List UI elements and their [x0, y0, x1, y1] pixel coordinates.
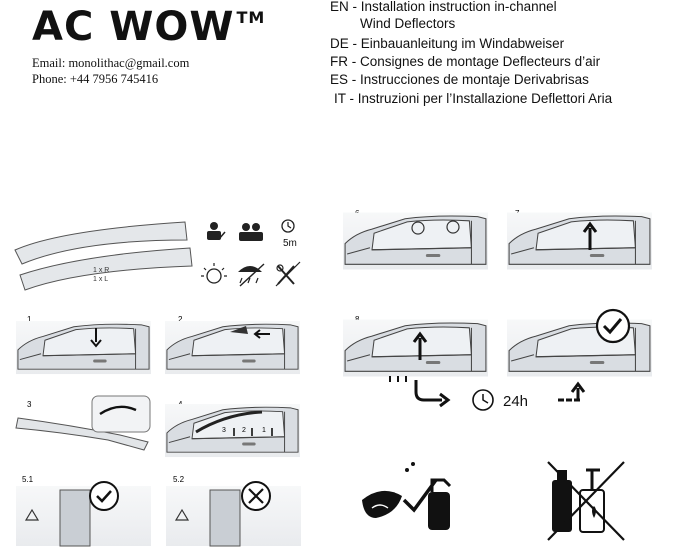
- lang-fr: FR - Consignes de montage Deflecteurs d’…: [330, 54, 601, 69]
- step-1-car: [16, 320, 151, 375]
- step-2-label: 2: [178, 315, 183, 324]
- lang-en-cont: Wind Deflectors: [360, 16, 456, 31]
- step-8-car: [343, 318, 488, 378]
- deflector-illustration: [15, 417, 149, 451]
- step-4-car: [165, 403, 300, 458]
- lang-en: EN - Installation instruction in-channel: [330, 0, 557, 14]
- trademark-mark: TM: [236, 8, 266, 27]
- wait-time: 24h: [503, 393, 528, 410]
- qty-right: 1 x R: [93, 267, 109, 274]
- checkmark-icon: [595, 308, 631, 344]
- deflector-pair-illustration: [14, 221, 193, 291]
- arrow-turn-icon: [414, 380, 442, 402]
- arrow-up-icon: [233, 428, 273, 436]
- temperature-icon: [201, 263, 227, 284]
- qty-left: 1 x L: [93, 276, 108, 283]
- contact-phone: Phone: +44 7956 745416: [32, 72, 159, 86]
- cloth-spray-icon: [362, 462, 452, 530]
- two-person-icon: [239, 223, 263, 241]
- detail-zoom-box: [91, 395, 151, 433]
- instruction-diagram: 1 x R 1 x L 5m 1 2 3 4: [14, 209, 652, 547]
- checkmark-icon: [89, 481, 119, 511]
- warning-icon: [24, 508, 40, 521]
- sequence-3: 3: [222, 427, 226, 434]
- sequence-1: 1: [262, 427, 266, 434]
- no-tools-icon: [275, 261, 301, 287]
- no-wash-icon: [238, 263, 265, 287]
- step-8b-car: [507, 318, 652, 378]
- two-person-icon: [207, 222, 226, 241]
- cleaning-cloth-icon: [230, 326, 248, 334]
- step-5-1-label: 5.1: [22, 475, 34, 484]
- contact-email: Email: monolithac@gmail.com: [32, 56, 190, 70]
- lang-it: IT - Instruzioni per l’Installazione Def…: [334, 91, 613, 106]
- clock-icon: [281, 219, 295, 233]
- step-8-label: 8: [355, 315, 360, 324]
- sequence-2: 2: [242, 427, 246, 434]
- brand-name: AC WOW: [32, 4, 235, 50]
- step-2-car: [165, 320, 300, 375]
- step-6-car: [343, 211, 488, 271]
- step-3-label: 3: [27, 400, 32, 409]
- curved-arrow-icon: [99, 405, 137, 416]
- step-7-car: [507, 211, 652, 271]
- lang-de: DE - Einbauanleitung im Windabweiser: [330, 36, 565, 51]
- lang-es: ES - Instrucciones de montaje Derivabris…: [330, 72, 589, 87]
- no-chemicals-icon: [547, 461, 625, 541]
- step-1-label: 1: [27, 315, 32, 324]
- clock-icon: [472, 389, 494, 411]
- warning-icon: [174, 508, 190, 521]
- step-5-2-label: 5.2: [173, 475, 185, 484]
- install-time: 5m: [283, 238, 297, 249]
